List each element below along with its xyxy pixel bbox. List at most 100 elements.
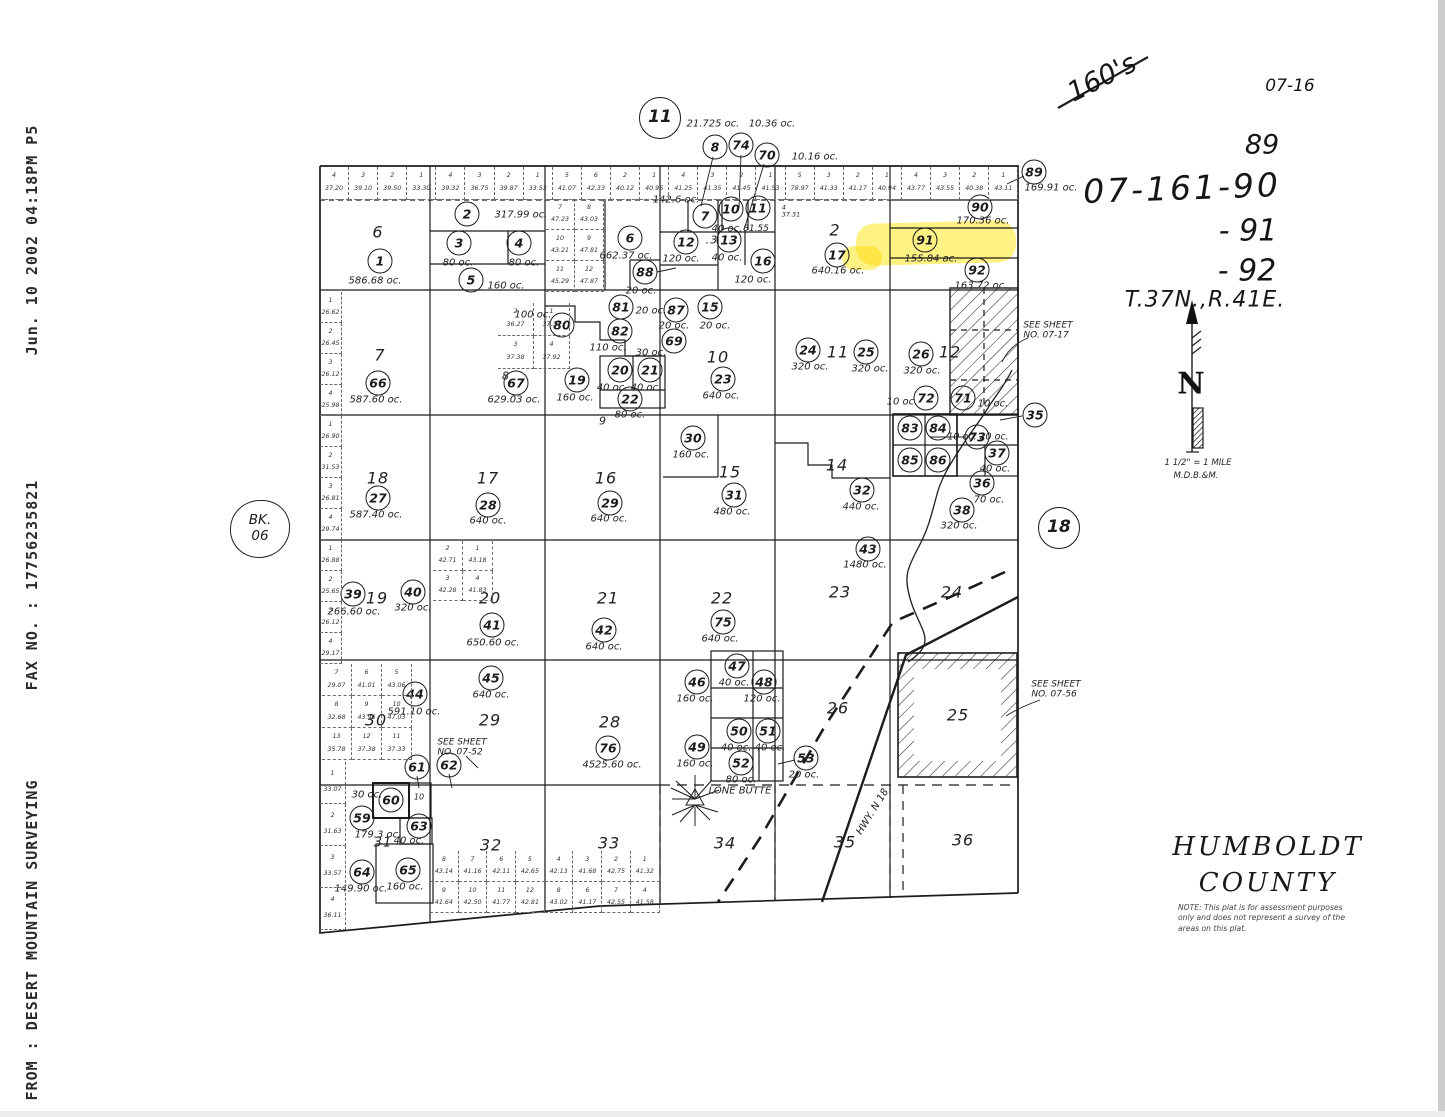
lot-acreage: 43.03: [579, 215, 599, 223]
parcel-circle: 73: [964, 424, 990, 450]
lot-acreage: 26.45: [321, 339, 340, 347]
map-label: 10 oc. 20 oc.: [947, 431, 1009, 443]
county-title-line2: COUNTY: [1198, 868, 1338, 898]
lot-acreage: 26.90: [321, 432, 340, 440]
parcel-acreage: 320 oc.: [940, 520, 978, 532]
lot-acreage: 40.94: [877, 185, 896, 193]
lot-number: 9: [364, 701, 369, 709]
section-label: 23: [828, 582, 852, 602]
lot-number: 6: [593, 172, 598, 180]
parcel-circle: 35: [1022, 402, 1048, 428]
parcel-circle: 31: [721, 482, 747, 508]
section-label: 22: [710, 588, 734, 608]
parcel-circle: 11: [745, 195, 771, 221]
lot-number: 12: [584, 265, 593, 273]
parcel-circle: 7: [692, 203, 718, 229]
lot-acreage: 26.88: [321, 556, 340, 564]
parcel-acreage: 20 oc.: [658, 320, 690, 332]
lot-acreage: 43.21: [550, 246, 570, 254]
parcel-acreage: 120 oc.: [662, 253, 700, 265]
fax-datetime: Jun. 10 2002 04:18PM P5: [23, 124, 41, 356]
parcel-acreage: 640 oc.: [472, 689, 510, 701]
lot-number: 4: [328, 513, 333, 521]
parcel-acreage: 629.03 oc.: [487, 394, 541, 406]
parcel-circle: 44: [402, 681, 428, 707]
lot-acreage: 41.83: [468, 587, 487, 595]
parcel-acreage: 40 oc. 40 oc.: [720, 742, 786, 754]
parcel-circle: 50: [726, 718, 752, 744]
parcel-acreage: 640 oc.: [469, 515, 507, 527]
parcel-acreage: 640 oc.: [702, 390, 740, 402]
book-number-circle: BK. 06: [230, 500, 290, 558]
lot-number: 2: [506, 172, 511, 180]
lot-acreage: 32.68: [327, 713, 346, 721]
parcel-circle: 48: [751, 669, 777, 695]
lot-number: 12: [362, 733, 371, 741]
lot-number: 11: [555, 265, 564, 273]
parcel-acreage: 40 oc.: [718, 677, 750, 689]
lot-number: 3: [477, 172, 482, 180]
lot-number: 2: [328, 451, 333, 459]
lot-acreage: 43.18: [468, 557, 487, 565]
lot-acreage: 37.38: [506, 354, 525, 362]
lot-number: 6: [585, 886, 590, 894]
lot-acreage: 39.32: [441, 185, 460, 193]
lot-number: 4: [332, 172, 337, 180]
lot-acreage: 41.07: [557, 185, 576, 193]
lot-number: 4: [642, 886, 647, 894]
parcel-circle: 21: [637, 357, 663, 383]
parcel-circle: 13: [716, 227, 742, 253]
sheet-number: 07-16: [1265, 76, 1315, 96]
lot-number: 8: [586, 203, 591, 211]
lot-acreage: 41.68: [578, 867, 597, 875]
lot-number: 8: [556, 886, 561, 894]
lot-number: 1: [652, 172, 657, 180]
lot-number: 4: [330, 896, 335, 904]
lot-acreage: 43.11: [994, 185, 1013, 193]
lot-number: 3: [328, 482, 333, 490]
parcel-circle: 24: [795, 337, 821, 363]
lot-acreage: 41.32: [635, 867, 654, 875]
parcel-circle: 76: [595, 735, 621, 761]
lot-acreage: 39.50: [383, 185, 402, 193]
parcel-acreage: 160 oc.: [487, 280, 525, 292]
lot-acreage: 25.98: [321, 401, 340, 409]
parcel-circle: 32: [849, 477, 875, 503]
lot-acreage: 41.16: [463, 867, 482, 875]
handwritten-apn-91: - 91: [1218, 213, 1278, 249]
lot-acreage: 41.45: [732, 185, 751, 193]
parcel-circle: 75: [710, 609, 736, 635]
lot-number: 4: [475, 575, 480, 583]
lot-acreage: 42.11: [492, 867, 511, 875]
lot-acreage: 39.87: [499, 185, 518, 193]
lot-number: 3: [445, 575, 450, 583]
lot-number: 10: [555, 234, 564, 242]
map-label: SEE SHEET NO. 07-52: [437, 737, 487, 758]
parcel-circle: 23: [710, 366, 736, 392]
lot-number: 2: [445, 545, 450, 553]
parcel-circle: 12: [673, 229, 699, 255]
lot-acreage: 33.53: [528, 185, 547, 193]
handwritten-apn-92: - 92: [1217, 253, 1277, 289]
parcel-circle: 81: [608, 294, 634, 320]
lot-number: 3: [710, 172, 715, 180]
fax-from: FROM : DESERT MOUNTAIN SURVEYING: [23, 779, 41, 1101]
lot-acreage: 41.25: [674, 185, 693, 193]
